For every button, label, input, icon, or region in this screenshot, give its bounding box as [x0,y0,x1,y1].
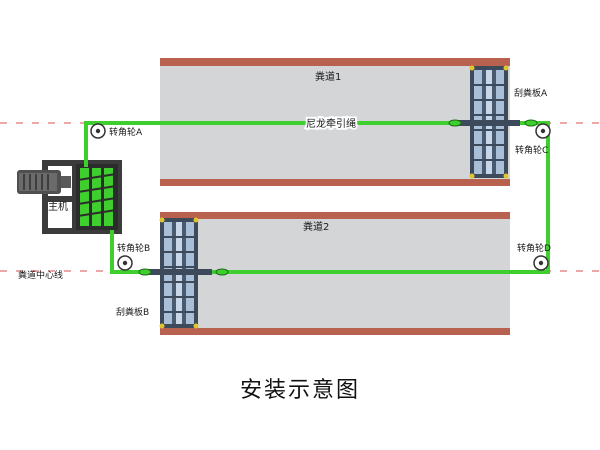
scraper-b-label: 刮粪板B [116,306,149,318]
pulley-a-label: 转角轮A [109,126,143,138]
pulley-d [533,255,549,271]
pulley-d-label: 转角轮D [517,242,551,254]
pulley-b [117,255,133,271]
scraper-a [448,65,538,179]
motor-label: 主机 [48,200,68,213]
channel-2-label: 粪道2 [303,220,329,233]
pulley-c [535,123,551,139]
main-motor-unit: 主机 [17,160,122,234]
centerline-label: 粪道中心线 [18,269,63,281]
channel-1-label: 粪道1 [315,70,341,83]
scraper-a-label: 刮粪板A [514,87,548,99]
traction-rope [84,121,550,274]
pulley-b-label: 转角轮B [117,242,150,254]
diagram-caption: 安装示意图 [239,378,360,403]
winch-drum [76,164,118,230]
pulley-a [90,123,106,139]
rope-label: 尼龙牵引绳 [306,117,356,130]
scraper-b [138,217,229,329]
pulley-c-label: 转角轮C [515,144,548,156]
